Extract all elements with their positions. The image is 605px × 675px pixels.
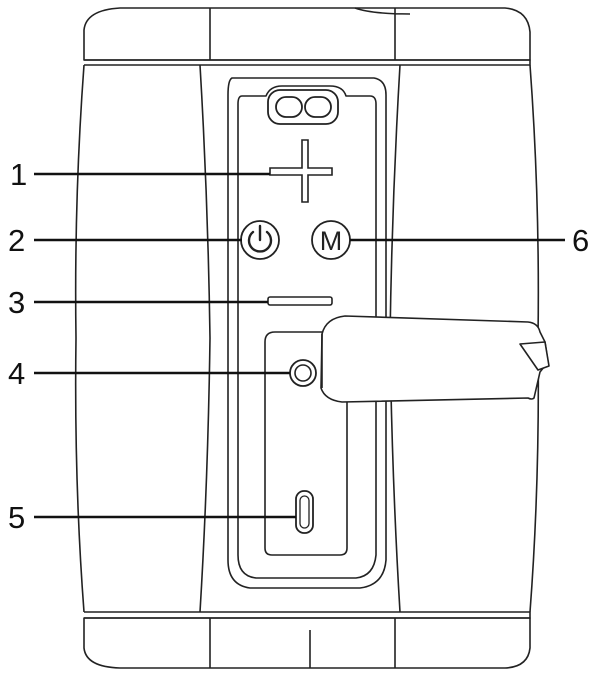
plus-icon [269, 139, 333, 203]
strap-loop-left-hole [275, 96, 303, 118]
top-cap [83, 7, 531, 61]
control-strip-outer [227, 77, 387, 589]
strap-loop-frame [267, 89, 339, 125]
power-icon [247, 230, 273, 253]
callout-labels: 1 2 3 4 5 6 [8, 157, 589, 535]
power-button[interactable] [240, 220, 280, 260]
callout-5: 5 [8, 500, 25, 535]
control-strip [227, 77, 387, 589]
callout-3: 3 [8, 285, 25, 320]
callout-4: 4 [8, 356, 25, 391]
aux-port-outer [289, 359, 317, 387]
callout-2: 2 [8, 223, 25, 258]
minus-button[interactable] [267, 296, 333, 306]
port-cover-flap-tab [519, 341, 550, 371]
usb-c-port-inner [299, 495, 310, 529]
top-cap-center-strip [209, 7, 411, 60]
top-cap-band [84, 59, 531, 66]
strap-loop [267, 89, 339, 125]
bottom-cap [83, 617, 531, 669]
bottom-cap-band [84, 611, 531, 619]
plus-button[interactable] [269, 139, 333, 203]
callout-6: 6 [572, 223, 589, 258]
aux-port[interactable] [289, 359, 317, 387]
port-cover-flap[interactable] [320, 315, 550, 403]
port-cover-flap-body [320, 315, 549, 403]
callout-leaders [34, 172, 565, 519]
bottom-cap-center-strip [209, 618, 396, 668]
mode-button-label: M [320, 226, 343, 256]
strap-loop-right-hole [304, 96, 332, 118]
control-strip-inner [237, 85, 377, 579]
callout-1: 1 [10, 157, 27, 192]
usb-c-port[interactable] [295, 490, 314, 534]
mode-button[interactable]: M [311, 220, 351, 260]
aux-port-inner [294, 364, 312, 382]
usb-c-port-outer [295, 490, 314, 534]
minus-icon [267, 296, 333, 306]
left-panel [199, 64, 211, 613]
